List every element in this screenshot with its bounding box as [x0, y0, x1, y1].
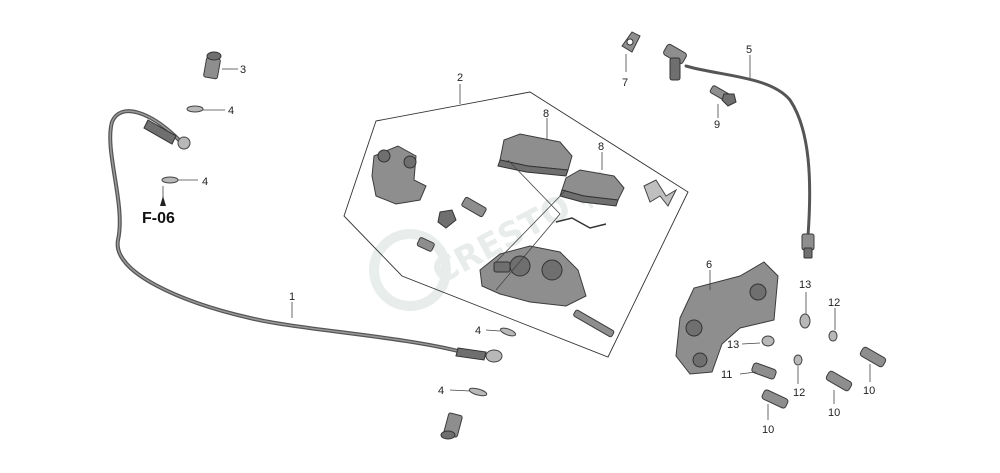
- pad-spring-clip: [643, 179, 678, 207]
- brake-pad-8-b: [559, 169, 625, 207]
- callout-8-b: 8: [598, 141, 604, 153]
- callout-4-b: 4: [202, 176, 208, 188]
- callout-labels: 1 2 3 4 4 4 4 5 6 7 8 8 9 10 10 10 11 12…: [202, 44, 875, 436]
- callout-4-c: 4: [475, 325, 481, 337]
- callout-5: 5: [746, 44, 752, 56]
- caliper-mount-bracket: [675, 261, 779, 375]
- callout-1: 1: [289, 291, 295, 303]
- cable-clip-part-7: [621, 31, 641, 53]
- bolt-11: [751, 362, 777, 380]
- callout-10-b: 10: [828, 407, 840, 419]
- banjo-bolt-part-3: [203, 51, 222, 80]
- callout-4-d: 4: [438, 385, 444, 397]
- washer-13-b: [761, 335, 775, 347]
- washer-12-b: [793, 354, 803, 366]
- brake-pad-8-a: [497, 133, 573, 177]
- callout-4-a: 4: [228, 105, 234, 117]
- callout-12-b: 12: [793, 387, 805, 399]
- washer-4-b: [161, 176, 179, 184]
- washer-4-c: [499, 327, 517, 337]
- callout-10-a: 10: [762, 424, 774, 436]
- brake-hose: [108, 109, 503, 363]
- banjo-bolt-lower: [440, 412, 463, 440]
- leader-lines: [162, 54, 871, 420]
- bolt-part-9: [709, 85, 737, 107]
- bolt-10-c: [859, 346, 887, 368]
- callout-7: 7: [622, 77, 628, 89]
- washer-4-a: [186, 105, 204, 113]
- reference-f06-link[interactable]: F-06: [142, 210, 175, 227]
- bolt-10-a: [761, 389, 789, 409]
- caliper-assembly-outline: [343, 91, 689, 358]
- caliper-small-bolts: [416, 196, 615, 338]
- callout-12-a: 12: [828, 297, 840, 309]
- caliper-bracket-piece: [371, 145, 427, 205]
- callout-3: 3: [240, 64, 246, 76]
- callout-13-a: 13: [799, 279, 811, 291]
- callout-13-b: 13: [727, 339, 739, 351]
- callout-8-a: 8: [543, 108, 549, 120]
- washer-13-a: [799, 313, 811, 329]
- washer-12-a: [828, 330, 838, 342]
- bolt-10-b: [825, 370, 853, 392]
- callout-6: 6: [706, 259, 712, 271]
- pad-retaining-pin: [555, 217, 607, 229]
- washer-4-d: [468, 387, 488, 397]
- wheel-speed-sensor: [663, 43, 815, 259]
- caliper-body: [479, 245, 587, 307]
- callout-2: 2: [457, 72, 463, 84]
- callout-9: 9: [714, 119, 720, 131]
- callout-11: 11: [721, 369, 732, 381]
- callout-10-c: 10: [863, 385, 875, 397]
- reference-arrow: [160, 196, 166, 206]
